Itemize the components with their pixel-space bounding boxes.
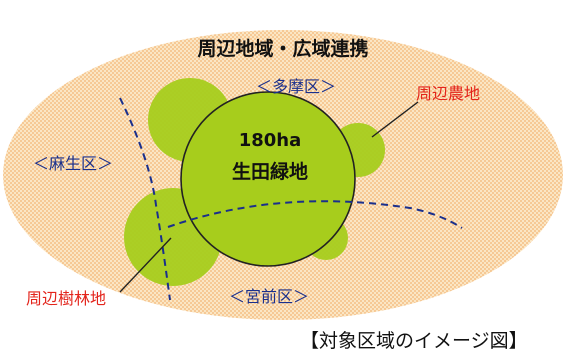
main-area-size: 180ha (239, 130, 302, 151)
district-label-tama: ＜多摩区＞ (256, 77, 336, 96)
callout-farmland: 周辺農地 (416, 84, 480, 103)
boundary-line-south (167, 200, 463, 229)
main-area-name: 生田緑地 (232, 160, 308, 183)
ikuta-ryokuchi-area (180, 91, 356, 267)
diagram-title: 周辺地域・広域連携 (197, 37, 368, 60)
woodland-leader-line (119, 237, 172, 293)
district-label-miyamae: ＜宮前区＞ (229, 287, 309, 306)
district-label-asao: ＜麻生区＞ (33, 154, 113, 173)
figure-caption: 【対象区域のイメージ図】 (300, 330, 528, 352)
boundary-line-west (119, 97, 171, 301)
farmland-leader-line (371, 101, 419, 138)
callout-woodland: 周辺樹林地 (26, 289, 106, 308)
